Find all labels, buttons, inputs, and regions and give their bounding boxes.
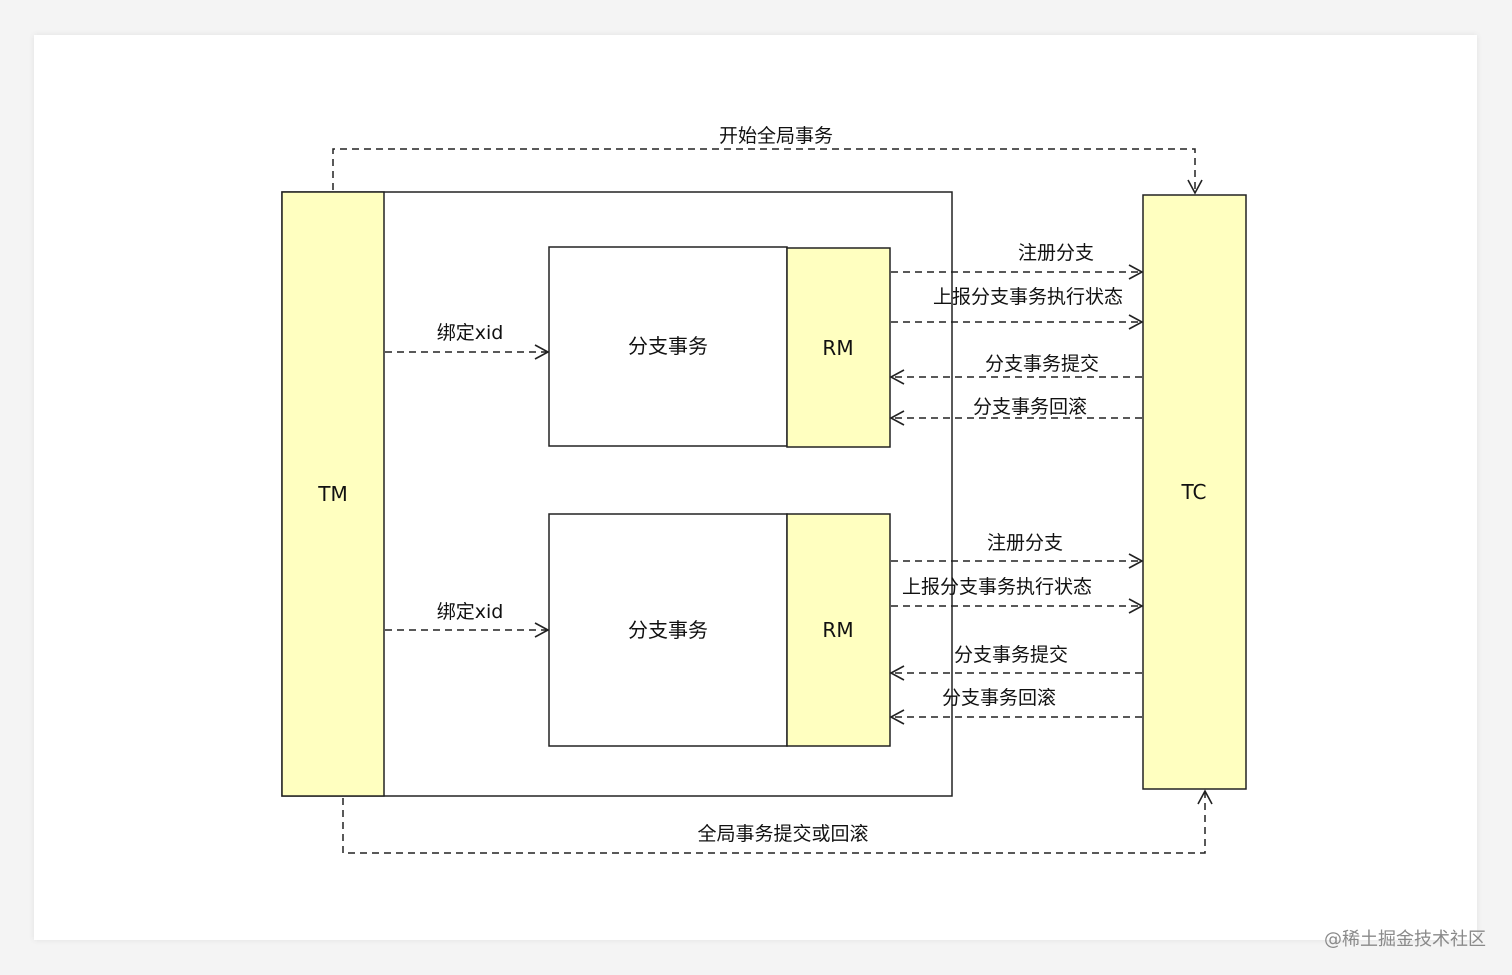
edge-top-report-label: 上报分支事务执行状态 <box>933 286 1123 308</box>
edge-bind-bottom-label: 绑定xid <box>437 601 504 623</box>
edge-bottom-commit-label: 分支事务提交 <box>954 644 1068 666</box>
branch-transaction-bottom-box <box>548 513 788 747</box>
rm-bottom-box <box>786 513 891 747</box>
rm-top-label: RM <box>822 336 853 360</box>
tm-label: TM <box>317 482 347 506</box>
branch-transaction-top-box <box>548 246 788 447</box>
edge-bottom-report-label: 上报分支事务执行状态 <box>902 576 1092 598</box>
watermark: @稀土掘金技术社区 <box>1324 929 1486 950</box>
branch-transaction-top-label: 分支事务 <box>628 334 708 358</box>
edge-end-global <box>342 789 1213 854</box>
edge-top-rollback-label: 分支事务回滚 <box>973 396 1087 418</box>
edge-top-commit-label: 分支事务提交 <box>985 353 1099 375</box>
rm-top-box <box>786 247 891 448</box>
edge-begin-global-label: 开始全局事务 <box>719 125 833 147</box>
tm-box <box>281 191 385 797</box>
edge-end-global-label: 全局事务提交或回滚 <box>697 823 868 845</box>
tc-box <box>1142 194 1247 790</box>
edge-top-register-label: 注册分支 <box>1018 242 1094 264</box>
branch-transaction-bottom-label: 分支事务 <box>628 618 708 642</box>
rm-bottom-label: RM <box>822 618 853 642</box>
edge-begin-global <box>332 148 1203 195</box>
edge-bind-top-label: 绑定xid <box>437 322 504 344</box>
edge-bottom-rollback-label: 分支事务回滚 <box>942 687 1056 709</box>
edge-bottom-register-label: 注册分支 <box>987 532 1063 554</box>
tc-label: TC <box>1180 480 1206 504</box>
